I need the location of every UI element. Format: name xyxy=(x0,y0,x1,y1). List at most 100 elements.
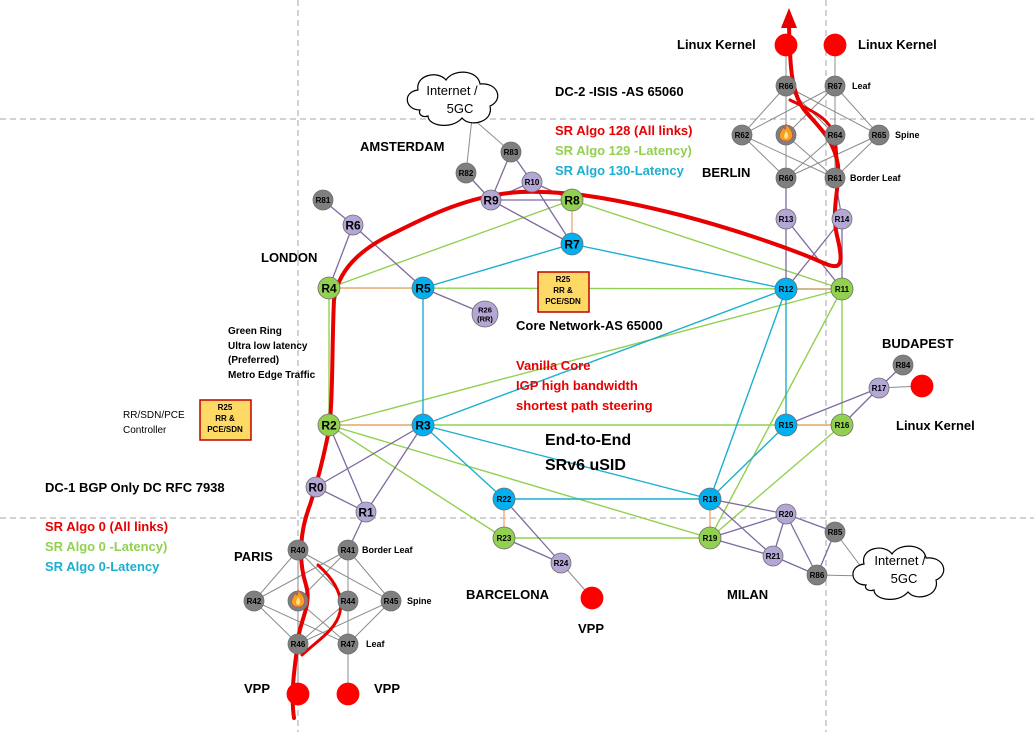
router-label: R67 xyxy=(828,82,843,91)
router-label: R23 xyxy=(497,534,512,543)
router-node-r2[interactable]: R2 xyxy=(317,413,341,437)
router-label: R18 xyxy=(703,495,718,504)
router-node-vpp2[interactable] xyxy=(336,682,360,706)
linux-kernel-r66: Linux Kernel xyxy=(677,37,756,52)
router-node-r9[interactable]: R9 xyxy=(480,189,502,211)
router-label: R15 xyxy=(779,421,794,430)
internet-bottom-line1: Internet / xyxy=(874,553,926,568)
router-circle xyxy=(336,682,360,706)
linux-kernel-budapest: Linux Kernel xyxy=(896,418,975,433)
router-node-r42[interactable]: R42 xyxy=(243,590,265,612)
router-circle xyxy=(868,377,890,399)
site-label-berlin: BERLIN xyxy=(702,165,750,180)
link-r2-r1 xyxy=(328,424,367,513)
router-node-r19[interactable]: R19 xyxy=(698,526,722,550)
router-node-r82[interactable]: R82 xyxy=(455,162,477,184)
router-node-r11[interactable]: R11 xyxy=(830,277,854,301)
site-label-paris: PARIS xyxy=(234,549,273,564)
router-node-r21[interactable]: R21 xyxy=(762,545,784,567)
router-circle xyxy=(775,167,797,189)
fire-icon xyxy=(779,123,794,142)
router-node-r45[interactable]: R45 xyxy=(380,590,402,612)
router-label: R12 xyxy=(779,285,794,294)
router-circle xyxy=(774,277,798,301)
router-node-r65[interactable]: R65 xyxy=(868,124,890,146)
router-node-r15[interactable]: R15 xyxy=(774,413,798,437)
router-node-r61[interactable]: R61 xyxy=(824,167,846,189)
router-circle xyxy=(775,503,797,525)
site-label-budapest: BUDAPEST xyxy=(882,336,954,351)
green-ring-line2: Ultra low latency xyxy=(228,341,308,352)
router-label: R82 xyxy=(459,169,474,178)
router-node-r46[interactable]: R46 xyxy=(287,633,309,655)
router-node-r62[interactable]: R62 xyxy=(731,124,753,146)
router-circle xyxy=(471,300,499,328)
router-label: R16 xyxy=(835,421,850,430)
rr-controller-line1: RR/SDN/PCE xyxy=(123,410,185,421)
router-node-r17[interactable]: R17 xyxy=(868,377,890,399)
router-node-r5[interactable]: R5 xyxy=(411,276,435,300)
router-node-r83[interactable]: R83 xyxy=(500,141,522,163)
router-node-r60[interactable]: R60 xyxy=(775,167,797,189)
router-node-r85[interactable]: R85 xyxy=(824,521,846,543)
router-node-r1[interactable]: R1 xyxy=(355,501,377,523)
router-circle xyxy=(411,276,435,300)
spine-label-bottom: Spine xyxy=(407,596,432,606)
internet-cloud-bottom: Internet / 5GC xyxy=(852,545,945,600)
link-r6-r5 xyxy=(352,224,424,289)
router-circle xyxy=(521,171,543,193)
link-r67-r62 xyxy=(741,85,836,136)
router-node-r4[interactable]: R4 xyxy=(317,276,341,300)
vanilla-core-line1: Vanilla Core xyxy=(516,358,590,373)
router-circle xyxy=(774,33,798,57)
router-node-r84[interactable]: R84 xyxy=(892,354,914,376)
router-node-r44[interactable]: R44 xyxy=(337,590,359,612)
router-node-r24[interactable]: R24 xyxy=(550,552,572,574)
router-node-r12[interactable]: R12 xyxy=(774,277,798,301)
router-node-lk3[interactable] xyxy=(910,374,934,398)
router-node-r86[interactable]: R86 xyxy=(806,564,828,586)
link-r67-r65 xyxy=(834,85,880,136)
router-node-r13[interactable]: R13 xyxy=(775,208,797,230)
router-circle xyxy=(910,374,934,398)
router-node-r8[interactable]: R8 xyxy=(560,188,584,212)
router-node-r64[interactable]: R64 xyxy=(824,124,846,146)
router-node-r3[interactable]: R3 xyxy=(411,413,435,437)
router-label: R47 xyxy=(341,640,356,649)
router-label: R17 xyxy=(872,384,887,393)
vpp-r47: VPP xyxy=(374,681,400,696)
router-circle xyxy=(831,208,853,230)
controller-left-line1: R25 xyxy=(218,403,233,412)
link-r3-r12 xyxy=(422,288,787,426)
router-node-r7[interactable]: R7 xyxy=(560,232,584,256)
router-node-r0[interactable]: R0 xyxy=(305,476,327,498)
router-node-r14[interactable]: R14 xyxy=(831,208,853,230)
link-r41-r42 xyxy=(253,549,349,602)
router-label: R0 xyxy=(308,481,324,495)
router-label: R61 xyxy=(828,174,843,183)
router-node-r66[interactable]: R66 xyxy=(775,75,797,97)
router-node-r6[interactable]: R6 xyxy=(342,214,364,236)
router-node-lk1[interactable] xyxy=(774,33,798,57)
router-node-r67[interactable]: R67 xyxy=(824,75,846,97)
router-circle xyxy=(830,277,854,301)
router-node-r23[interactable]: R23 xyxy=(492,526,516,550)
controller-core-line2: RR & xyxy=(553,286,573,295)
router-node-vpp1[interactable] xyxy=(286,682,310,706)
router-node-r40[interactable]: R40 xyxy=(287,539,309,561)
link-r18-r20 xyxy=(709,498,787,515)
router-circle xyxy=(380,590,402,612)
router-node-r18[interactable]: R18 xyxy=(698,487,722,511)
rr-controller-line2: Controller xyxy=(123,425,167,436)
router-node-vpp3[interactable] xyxy=(580,586,604,610)
router-node-lk2[interactable] xyxy=(823,33,847,57)
router-node-r20[interactable]: R20 xyxy=(775,503,797,525)
router-node-r16[interactable]: R16 xyxy=(830,413,854,437)
router-node-r10[interactable]: R10 xyxy=(521,171,543,193)
router-node-r81[interactable]: R81 xyxy=(312,189,334,211)
router-node-r47[interactable]: R47 xyxy=(337,633,359,655)
router-node-r22[interactable]: R22 xyxy=(492,487,516,511)
router-label: R26 xyxy=(478,306,492,315)
router-node-r41[interactable]: R41 xyxy=(337,539,359,561)
router-node-r26[interactable]: R26(RR) xyxy=(471,300,499,328)
